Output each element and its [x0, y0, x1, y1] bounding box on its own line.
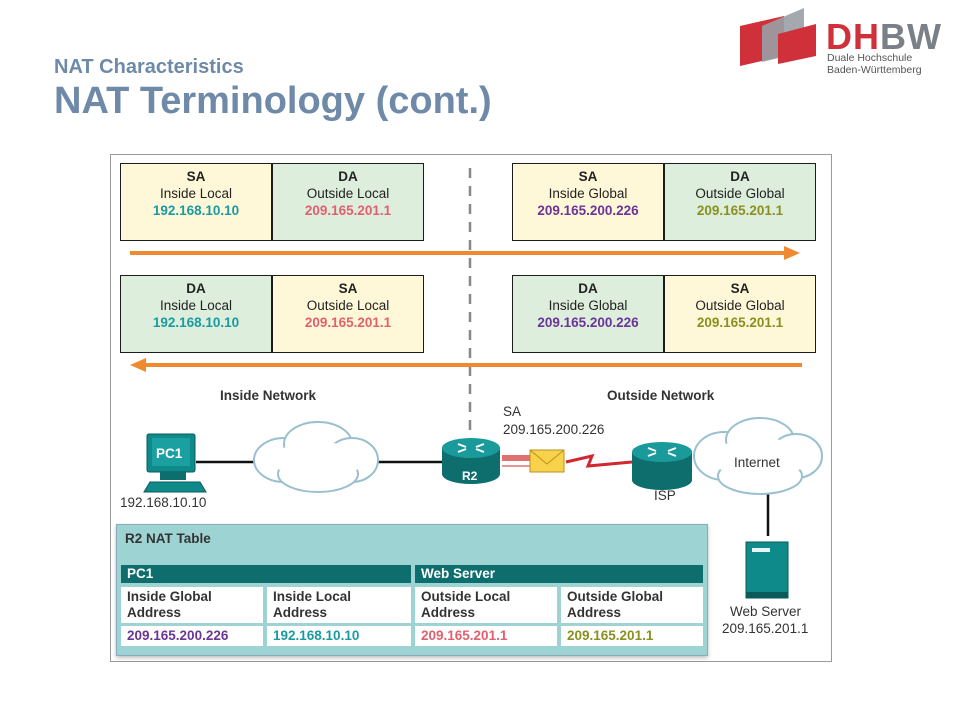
logo-name: DH — [826, 16, 880, 57]
logo-line2: Baden-Württemberg — [827, 64, 922, 76]
inside-network-label: Inside Network — [220, 388, 317, 403]
dhbw-logo-mark — [740, 8, 816, 66]
web-server-label: Web Server — [730, 604, 802, 619]
isp-label: ISP — [654, 488, 676, 503]
packet-in-src-outside-local: SA Outside Local 209.165.201.1 — [272, 275, 424, 353]
packet-in-dst-inside-local: DA Inside Local 192.168.10.10 — [120, 275, 272, 353]
packet-out-dst-outside-global: DA Outside Global 209.165.201.1 — [664, 163, 816, 241]
web-server-icon — [745, 541, 789, 599]
internet-cloud-icon — [693, 417, 823, 495]
packet-envelope-icon — [529, 449, 565, 473]
slide-subtitle: NAT Characteristics — [54, 56, 244, 78]
dhbw-logo: DHBW Duale Hochschule Baden-Württemberg — [738, 4, 953, 78]
logo-line1: Duale Hochschule — [827, 52, 913, 64]
nat-group-web-server: Web Server — [415, 565, 703, 583]
packet-in-dst-inside-global: DA Inside Global 209.165.200.226 — [512, 275, 664, 353]
packet-out-dst-outside-local: DA Outside Local 209.165.201.1 — [272, 163, 424, 241]
internet-label: Internet — [734, 455, 780, 470]
pc-icon — [143, 433, 207, 493]
nat-value-inside-local: 192.168.10.10 — [267, 626, 411, 646]
web-server-ip-label: 209.165.201.1 — [722, 621, 809, 636]
sa-label: SA — [503, 404, 522, 419]
nat-value-inside-global: 209.165.200.226 — [121, 626, 263, 646]
router-isp-icon — [632, 442, 692, 490]
serial-link-icon — [565, 453, 633, 468]
packet-out-src-inside-global: SA Inside Global 209.165.200.226 — [512, 163, 664, 241]
nat-group-pc1: PC1 — [121, 565, 411, 583]
nat-value-outside-local: 209.165.201.1 — [415, 626, 557, 646]
slide-title: NAT Terminology (cont.) — [54, 80, 492, 122]
router-r2-label: R2 — [462, 469, 478, 483]
sa-ip-label: 209.165.200.226 — [503, 422, 605, 437]
inside-cloud-icon — [253, 421, 379, 493]
packet-in-src-outside-global: SA Outside Global 209.165.201.1 — [664, 275, 816, 353]
pc-name-label: PC1 — [156, 446, 183, 461]
packet-out-src-inside-local: SA Inside Local 192.168.10.10 — [120, 163, 272, 241]
router-r2-icon — [442, 438, 500, 484]
nat-value-outside-global: 209.165.201.1 — [561, 626, 703, 646]
outside-network-label: Outside Network — [607, 388, 715, 403]
nat-table: R2 NAT Table PC1 Web Server Inside Globa… — [116, 524, 708, 656]
nat-table-caption: R2 NAT Table — [125, 531, 211, 546]
pc-ip-label: 192.168.10.10 — [120, 495, 207, 510]
